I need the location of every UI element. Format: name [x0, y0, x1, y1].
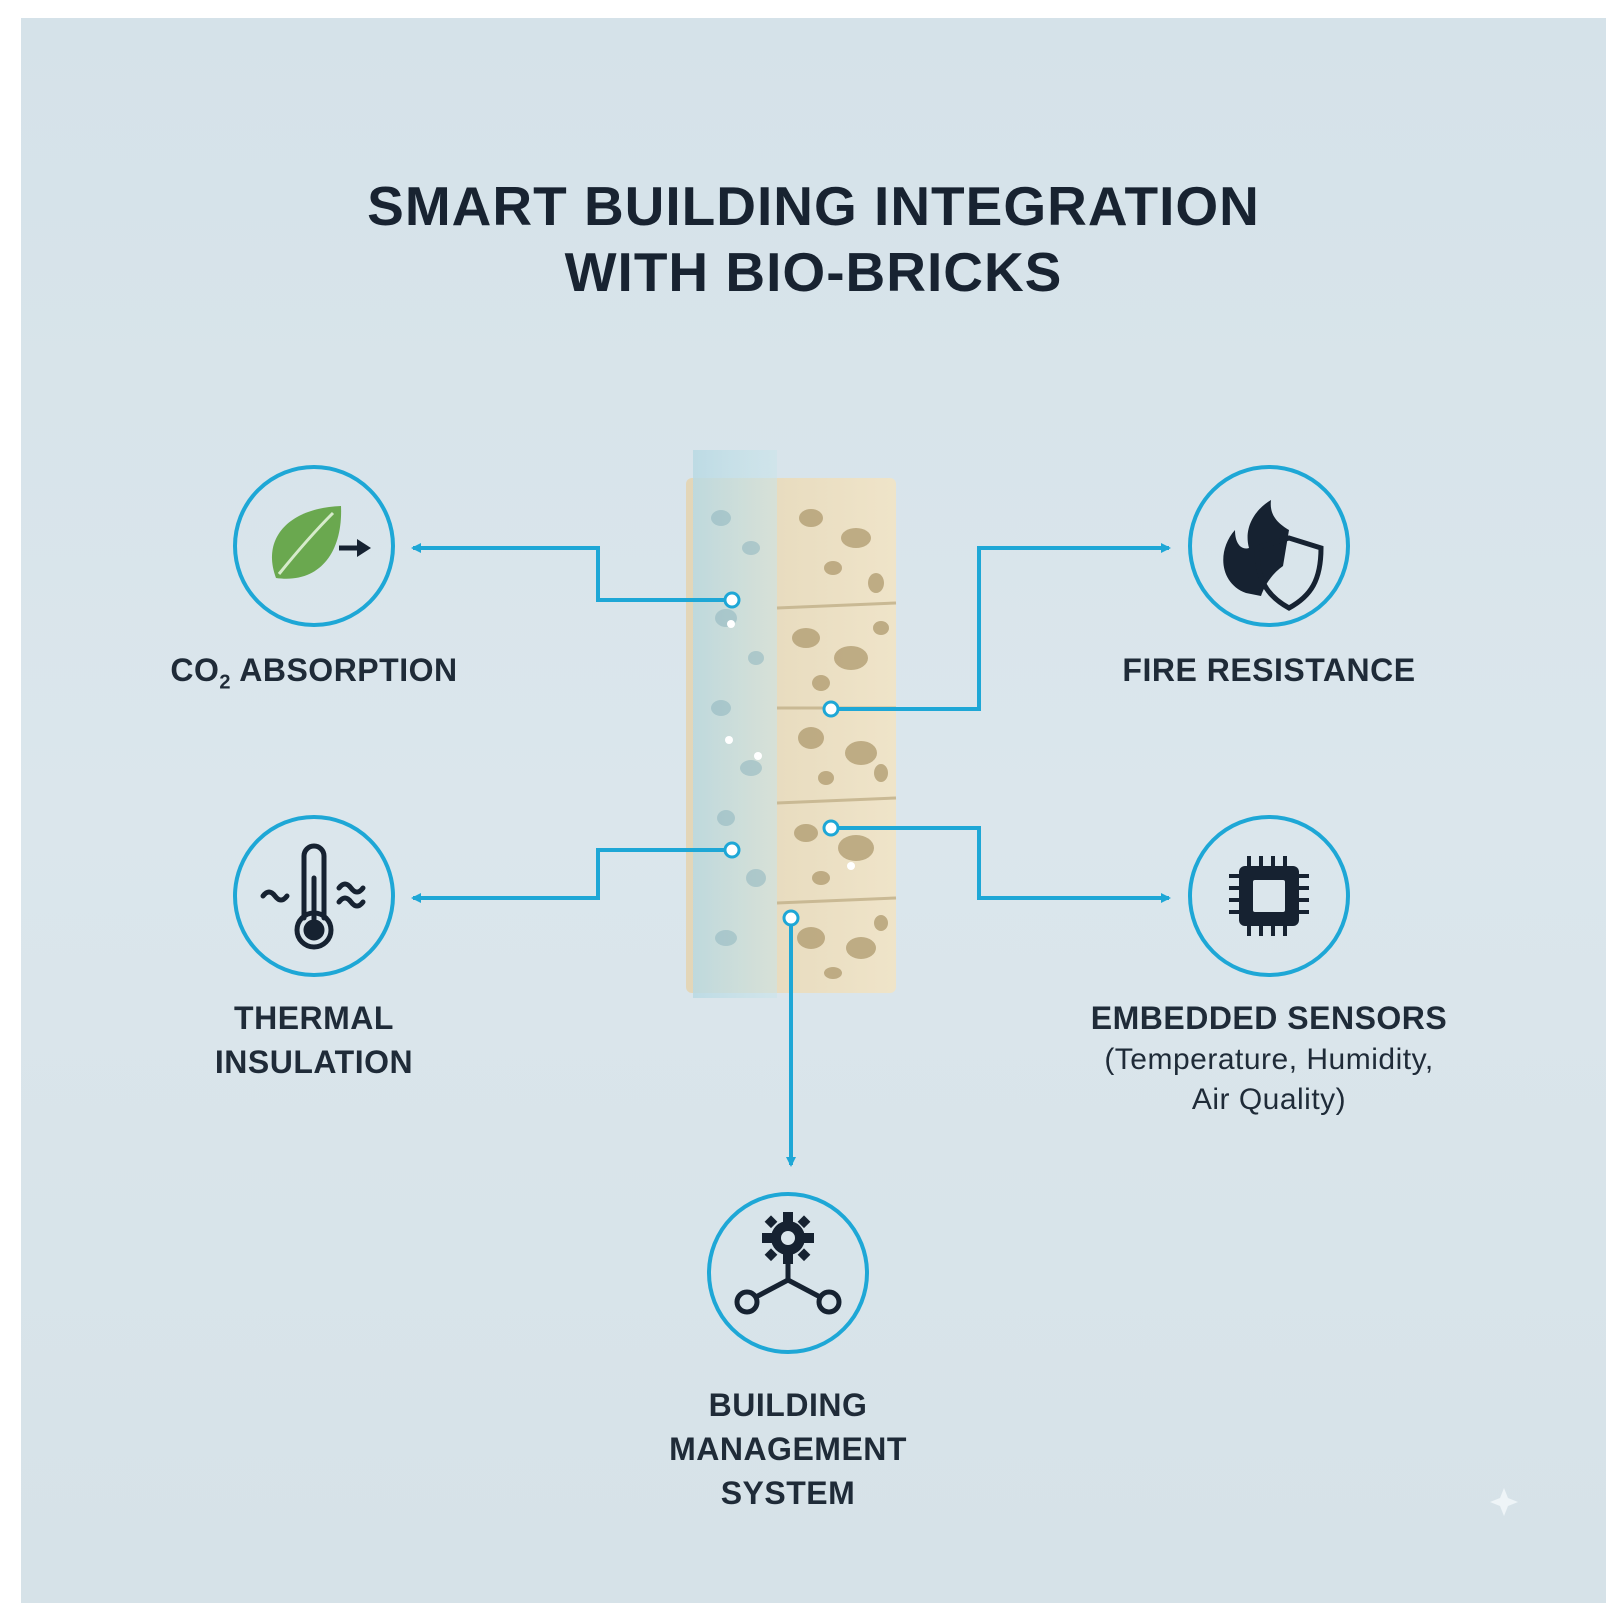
diagram-panel: SMART BUILDING INTEGRATION WITH BIO-BRIC…	[21, 18, 1606, 1603]
sensors-line-3: Air Quality)	[1191, 1083, 1347, 1116]
connectors	[411, 543, 1171, 1167]
bms-line-1: BUILDING	[708, 1387, 868, 1423]
gear-network-icon	[734, 1212, 842, 1315]
brick-sparkles	[725, 620, 855, 870]
icon-rings	[233, 465, 1350, 1354]
chip-icon	[1229, 856, 1309, 936]
connector-co2	[411, 543, 732, 602]
label-building-management-system: BUILDING MANAGEMENT SYSTEM	[618, 1383, 958, 1515]
sensors-line-1: EMBEDDED SENSORS	[1090, 1000, 1448, 1036]
page-title: SMART BUILDING INTEGRATION WITH BIO-BRIC…	[21, 173, 1606, 305]
diagram-graphic	[233, 450, 1518, 1516]
thermal-line-2: INSULATION	[214, 1044, 414, 1080]
bms-line-3: SYSTEM	[720, 1475, 856, 1511]
label-embedded-sensors: EMBEDDED SENSORS (Temperature, Humidity,…	[1064, 996, 1474, 1120]
bms-line-2: MANAGEMENT	[669, 1431, 907, 1467]
bio-brick-column	[686, 450, 897, 998]
thermometer-waves-icon	[260, 843, 366, 950]
flame-shield-icon	[1223, 500, 1324, 611]
glass-pores	[711, 510, 766, 946]
connector-thermal	[411, 848, 732, 903]
title-line-1: SMART BUILDING INTEGRATION	[367, 175, 1260, 237]
thermal-line-1: THERMAL	[234, 1000, 394, 1036]
sensors-line-2: (Temperature, Humidity,	[1104, 1043, 1434, 1076]
sparkle-icon	[1490, 1488, 1518, 1516]
brick-pores	[792, 509, 889, 979]
glass-layer	[693, 450, 777, 998]
label-fire-resistance: FIRE RESISTANCE	[1122, 652, 1416, 688]
label-co2-absorption: CO2 ABSORPTION	[170, 652, 458, 694]
connector-sensors	[831, 826, 1171, 903]
label-thermal-insulation: THERMAL INSULATION	[164, 996, 464, 1084]
title-line-2: WITH BIO-BRICKS	[564, 241, 1063, 303]
leaf-arrow-icon	[271, 506, 371, 579]
connector-nodes	[723, 591, 840, 927]
connector-fire	[831, 543, 1171, 711]
